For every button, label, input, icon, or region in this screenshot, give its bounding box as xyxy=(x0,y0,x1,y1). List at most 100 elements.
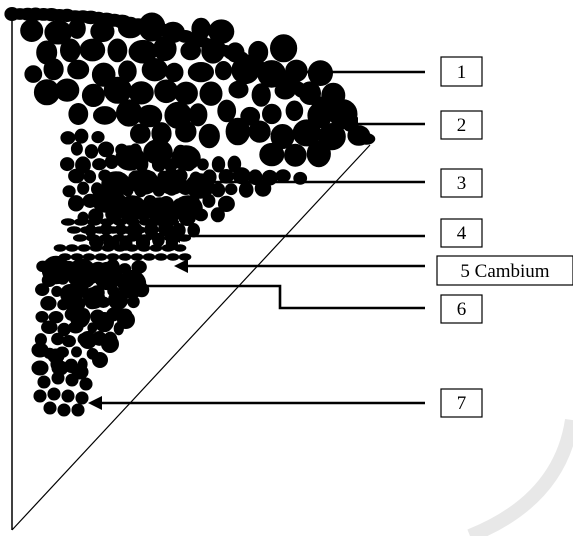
undefined xyxy=(101,219,114,225)
undefined xyxy=(174,245,186,251)
undefined xyxy=(200,82,221,105)
undefined xyxy=(68,300,80,312)
undefined xyxy=(285,145,306,166)
undefined xyxy=(72,365,88,379)
undefined xyxy=(63,186,75,197)
leader-6 xyxy=(130,279,425,308)
label-7: 7 xyxy=(441,389,482,417)
undefined xyxy=(308,141,331,166)
label-2: 2 xyxy=(441,111,482,139)
undefined xyxy=(140,179,149,186)
undefined xyxy=(41,297,56,311)
cambium-cells xyxy=(54,245,191,260)
undefined xyxy=(69,196,84,211)
undefined xyxy=(200,125,220,148)
undefined xyxy=(36,284,49,296)
undefined xyxy=(94,227,107,233)
undefined xyxy=(184,205,193,212)
undefined xyxy=(271,35,297,61)
undefined xyxy=(218,100,235,121)
undefined xyxy=(176,122,196,142)
undefined xyxy=(154,37,176,60)
undefined xyxy=(212,157,224,172)
undefined xyxy=(81,333,95,347)
undefined xyxy=(152,235,165,241)
undefined xyxy=(85,289,103,307)
undefined xyxy=(91,22,114,42)
undefined xyxy=(162,245,174,251)
undefined xyxy=(128,205,137,212)
undefined xyxy=(196,183,205,190)
undefined xyxy=(62,390,74,402)
undefined xyxy=(126,155,135,162)
undefined xyxy=(61,39,80,61)
undefined xyxy=(229,82,247,98)
undefined xyxy=(96,264,120,288)
undefined xyxy=(80,378,92,390)
undefined xyxy=(62,219,75,225)
undefined xyxy=(87,235,100,241)
undefined xyxy=(138,245,150,251)
undefined xyxy=(127,219,140,225)
undefined xyxy=(126,235,139,241)
label-3-text: 3 xyxy=(457,173,467,194)
undefined xyxy=(226,184,237,195)
label-1: 1 xyxy=(441,57,482,86)
label-1-text: 1 xyxy=(457,62,467,83)
undefined xyxy=(119,313,133,327)
leader-4 xyxy=(166,229,425,243)
undefined xyxy=(286,101,302,120)
label-2-text: 2 xyxy=(457,115,467,136)
undefined xyxy=(102,197,111,204)
undefined xyxy=(155,254,167,260)
undefined xyxy=(108,39,126,61)
undefined xyxy=(38,376,50,388)
undefined xyxy=(252,84,270,106)
undefined xyxy=(21,20,42,41)
undefined xyxy=(68,61,88,79)
undefined xyxy=(181,42,200,59)
undefined xyxy=(154,149,163,156)
undefined xyxy=(131,254,143,260)
undefined xyxy=(159,227,172,233)
undefined xyxy=(166,219,179,225)
undefined xyxy=(131,124,150,143)
undefined xyxy=(52,361,68,375)
undefined xyxy=(68,227,81,233)
undefined xyxy=(32,361,48,375)
undefined xyxy=(61,132,75,144)
undefined xyxy=(275,83,295,99)
undefined xyxy=(78,182,89,194)
undefined xyxy=(260,144,283,166)
undefined xyxy=(153,219,166,225)
undefined xyxy=(179,254,191,260)
undefined xyxy=(76,392,88,404)
undefined xyxy=(166,64,183,82)
undefined xyxy=(105,78,132,103)
undefined xyxy=(72,143,83,156)
undefined xyxy=(52,333,64,344)
undefined xyxy=(42,321,57,333)
watermark-arc xyxy=(470,420,572,536)
undefined xyxy=(93,159,106,170)
undefined xyxy=(95,254,107,260)
undefined xyxy=(84,171,95,183)
undefined xyxy=(72,347,82,357)
label-4-text: 4 xyxy=(457,223,467,244)
undefined xyxy=(44,59,63,79)
label-6-text: 6 xyxy=(457,299,467,320)
undefined xyxy=(69,169,84,182)
undefined xyxy=(83,85,104,107)
undefined xyxy=(63,336,76,347)
undefined xyxy=(143,59,168,81)
undefined xyxy=(99,142,114,157)
undefined xyxy=(74,235,87,241)
undefined xyxy=(66,245,78,251)
undefined xyxy=(167,254,179,260)
undefined xyxy=(114,219,127,225)
undefined xyxy=(119,19,142,37)
undefined xyxy=(133,227,146,233)
undefined xyxy=(155,80,177,102)
undefined xyxy=(69,104,87,124)
undefined xyxy=(94,354,106,366)
